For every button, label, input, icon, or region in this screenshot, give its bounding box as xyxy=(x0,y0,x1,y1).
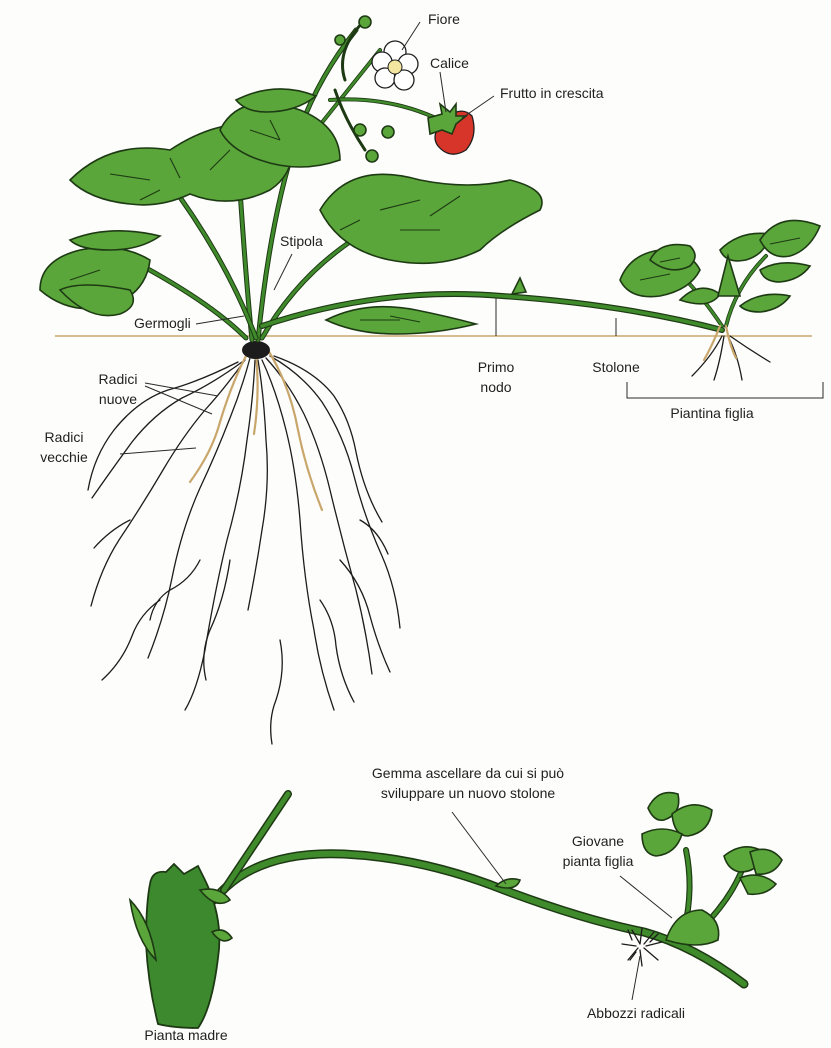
label-gemma-line2: sviluppare un nuovo stolone xyxy=(381,785,556,801)
label-radici-vecchie-line2: vecchie xyxy=(40,449,88,465)
label-frutto-in-crescita: Frutto in crescita xyxy=(500,85,604,101)
label-pianta-madre: Pianta madre xyxy=(144,1027,227,1043)
label-fiore: Fiore xyxy=(428,11,460,27)
label-stolone: Stolone xyxy=(592,359,640,375)
label-primo-nodo-line2: nodo xyxy=(480,379,511,395)
label-piantina-figlia: Piantina figlia xyxy=(670,405,753,421)
label-abbozzi-radicali: Abbozzi radicali xyxy=(587,1005,685,1021)
young-daughter-plant xyxy=(642,793,782,945)
roots-old xyxy=(88,356,400,744)
crown xyxy=(242,341,270,359)
label-germogli: Germogli xyxy=(134,315,191,331)
stolon-detail-illustration: Gemma ascellare da cui si può sviluppare… xyxy=(130,765,782,1043)
daughter-plant xyxy=(620,220,820,380)
label-giovane-line1: Giovane xyxy=(572,833,624,849)
labels-lower: Gemma ascellare da cui si può sviluppare… xyxy=(144,765,685,1043)
flower-buds xyxy=(335,16,394,162)
roots-new xyxy=(190,350,322,510)
label-giovane-line2: pianta figlia xyxy=(563,853,634,869)
label-calice: Calice xyxy=(430,55,469,71)
main-plant-illustration: Fiore Calice Frutto in crescita Stipola … xyxy=(40,11,823,744)
label-stipola: Stipola xyxy=(280,233,323,249)
label-primo-nodo-line1: Primo xyxy=(478,359,515,375)
label-radici-vecchie-line1: Radici xyxy=(45,429,84,445)
growing-fruit xyxy=(428,104,474,154)
label-radici-nuove-line1: Radici xyxy=(99,371,138,387)
label-radici-nuove-line2: nuove xyxy=(99,391,137,407)
axillary-bud xyxy=(496,879,520,888)
label-gemma-line1: Gemma ascellare da cui si può xyxy=(372,765,564,781)
